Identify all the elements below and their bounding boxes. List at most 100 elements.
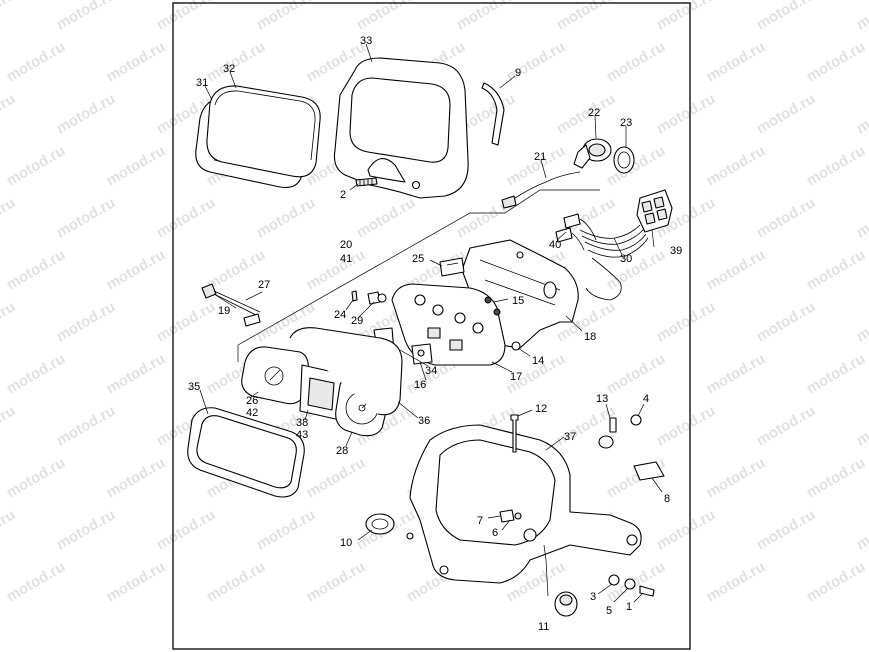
watermark-text: motod.ru bbox=[4, 38, 69, 85]
callout-29: 29 bbox=[351, 315, 363, 327]
watermark-text: motod.ru bbox=[0, 506, 18, 553]
frame-35 bbox=[187, 407, 305, 498]
watermark-text: motod.ru bbox=[704, 350, 769, 397]
watermark-text: motod.ru bbox=[654, 298, 719, 345]
watermark-text: motod.ru bbox=[754, 0, 819, 33]
callout-16: 16 bbox=[414, 379, 426, 391]
bracket-25 bbox=[439, 257, 465, 277]
fasteners-1-5 bbox=[608, 574, 655, 597]
callout-1: 1 bbox=[626, 601, 632, 613]
watermark-text: motod.ru bbox=[4, 350, 69, 397]
lower-housing-37 bbox=[406, 424, 642, 584]
watermark-text: motod.ru bbox=[54, 506, 119, 553]
leader-lines bbox=[199, 43, 663, 603]
watermark-text: motod.ru bbox=[154, 194, 219, 241]
panel-38 bbox=[299, 364, 343, 421]
callout-22: 22 bbox=[588, 107, 600, 119]
callout-6: 6 bbox=[492, 527, 498, 539]
callout-24: 24 bbox=[334, 309, 346, 321]
callout-4: 4 bbox=[643, 393, 649, 405]
watermark-text: motod.ru bbox=[804, 142, 869, 189]
watermark-text: motod.ru bbox=[304, 246, 369, 293]
watermark-text: motod.ru bbox=[854, 90, 869, 137]
watermark-text: motod.ru bbox=[354, 194, 419, 241]
callout-18: 18 bbox=[584, 331, 596, 343]
watermark-text: motod.ru bbox=[554, 90, 619, 137]
watermark-text: motod.ru bbox=[54, 0, 119, 33]
callout-27: 27 bbox=[258, 279, 270, 291]
watermark-text: motod.ru bbox=[804, 246, 869, 293]
watermark-text: motod.ru bbox=[154, 506, 219, 553]
watermark-text: motod.ru bbox=[704, 142, 769, 189]
gasket-32 bbox=[206, 85, 321, 178]
watermark-text: motod.ru bbox=[104, 142, 169, 189]
watermark-text: motod.ru bbox=[604, 38, 669, 85]
watermark-text: motod.ru bbox=[754, 402, 819, 449]
watermark-text: motod.ru bbox=[854, 402, 869, 449]
callout-3: 3 bbox=[590, 591, 596, 603]
watermark-text: motod.ru bbox=[704, 454, 769, 501]
watermark-text: motod.ru bbox=[0, 90, 18, 137]
speedo-cable-27 bbox=[201, 283, 261, 327]
screws-15 bbox=[484, 296, 501, 316]
callout-15: 15 bbox=[512, 295, 524, 307]
callout-39: 39 bbox=[670, 245, 682, 257]
callout-2: 2 bbox=[340, 189, 346, 201]
watermark-text: motod.ru bbox=[304, 454, 369, 501]
watermark-text: motod.ru bbox=[254, 506, 319, 553]
callout-33: 33 bbox=[360, 35, 372, 47]
watermark-text: motod.ru bbox=[204, 38, 269, 85]
callout-14: 14 bbox=[532, 355, 544, 367]
watermark-text: motod.ru bbox=[504, 142, 569, 189]
callout-25: 25 bbox=[412, 253, 424, 265]
callout-13: 13 bbox=[596, 393, 608, 405]
watermark-text: motod.ru bbox=[654, 0, 719, 33]
gauge-26 bbox=[241, 346, 309, 405]
watermark-text: motod.ru bbox=[754, 506, 819, 553]
watermark-text: motod.ru bbox=[154, 0, 219, 33]
bulb-sockets-40 bbox=[555, 213, 597, 251]
callout-34: 34 bbox=[425, 365, 437, 377]
callout-8: 8 bbox=[664, 493, 670, 505]
cable-21 bbox=[501, 171, 581, 209]
callout-12: 12 bbox=[535, 403, 547, 415]
watermark-text: motod.ru bbox=[104, 454, 169, 501]
callout-30: 30 bbox=[620, 253, 632, 265]
watermark-text: motod.ru bbox=[804, 454, 869, 501]
watermark-text: motod.ru bbox=[54, 402, 119, 449]
callout-23: 23 bbox=[620, 117, 632, 129]
watermark-text: motod.ru bbox=[554, 0, 619, 33]
callout-41: 41 bbox=[340, 253, 352, 265]
watermark-text: motod.ru bbox=[0, 194, 18, 241]
watermark-text: motod.ru bbox=[304, 558, 369, 605]
callout-35: 35 bbox=[188, 381, 200, 393]
parts-24-29 bbox=[351, 290, 387, 305]
watermark-text: motod.ru bbox=[604, 350, 669, 397]
callout-7: 7 bbox=[477, 515, 483, 527]
watermark-text: motod.ru bbox=[704, 558, 769, 605]
callout-5: 5 bbox=[606, 605, 612, 617]
watermark-text: motod.ru bbox=[754, 298, 819, 345]
watermark-text: motod.ru bbox=[654, 402, 719, 449]
watermark-text: motod.ru bbox=[804, 38, 869, 85]
diagram-frame bbox=[172, 2, 691, 650]
callout-28: 28 bbox=[336, 445, 348, 457]
watermark-text: motod.ru bbox=[204, 558, 269, 605]
frame-36 bbox=[289, 327, 403, 416]
watermark-text: motod.ru bbox=[254, 0, 319, 33]
parts-6-7 bbox=[499, 509, 522, 523]
callout-21: 21 bbox=[534, 151, 546, 163]
watermark-text: motod.ru bbox=[454, 0, 519, 33]
callout-37: 37 bbox=[564, 431, 576, 443]
callout-20: 20 bbox=[340, 239, 352, 251]
callout-26: 26 bbox=[246, 395, 258, 407]
watermark-text: motod.ru bbox=[604, 454, 669, 501]
callout-17: 17 bbox=[510, 371, 522, 383]
callout-10: 10 bbox=[340, 537, 352, 549]
clip-8 bbox=[633, 461, 665, 481]
watermark-text: motod.ru bbox=[854, 506, 869, 553]
watermark-text: motod.ru bbox=[0, 0, 18, 33]
watermark-text: motod.ru bbox=[4, 454, 69, 501]
watermark-text: motod.ru bbox=[4, 142, 69, 189]
